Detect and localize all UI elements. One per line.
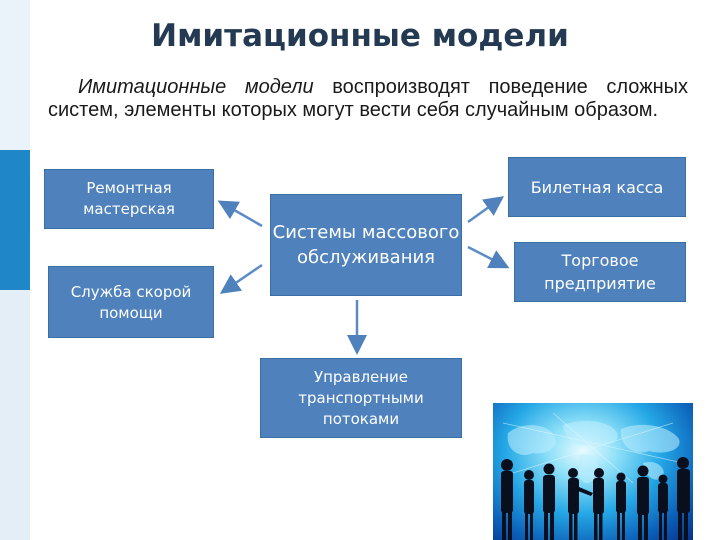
box-repair-workshop: Ремонтная мастерская (44, 169, 214, 229)
arrow-to-repair (217, 200, 263, 228)
box-traffic-management: Управление транспортными потоками (260, 358, 462, 438)
box-ticket-office: Билетная касса (508, 157, 686, 217)
box-ambulance-service: Служба скорой помощи (48, 266, 214, 338)
slide-title: Имитационные модели (151, 18, 569, 54)
box-queueing-systems: Системы массового обслуживания (270, 194, 462, 296)
business-people-map-image (493, 403, 693, 540)
side-accent-bar (0, 0, 30, 540)
arrow-to-ticket (467, 196, 505, 224)
arrow-to-trade (467, 245, 510, 269)
box-trade-enterprise: Торговое предприятие (514, 242, 686, 302)
intro-rest: воспроизводят поведение сложных систем, … (48, 76, 688, 121)
intro-paragraph: Имитационные модели воспроизводят поведе… (48, 76, 688, 122)
arrow-to-ambulance (219, 263, 263, 294)
intro-lead: Имитационные модели (78, 76, 314, 98)
